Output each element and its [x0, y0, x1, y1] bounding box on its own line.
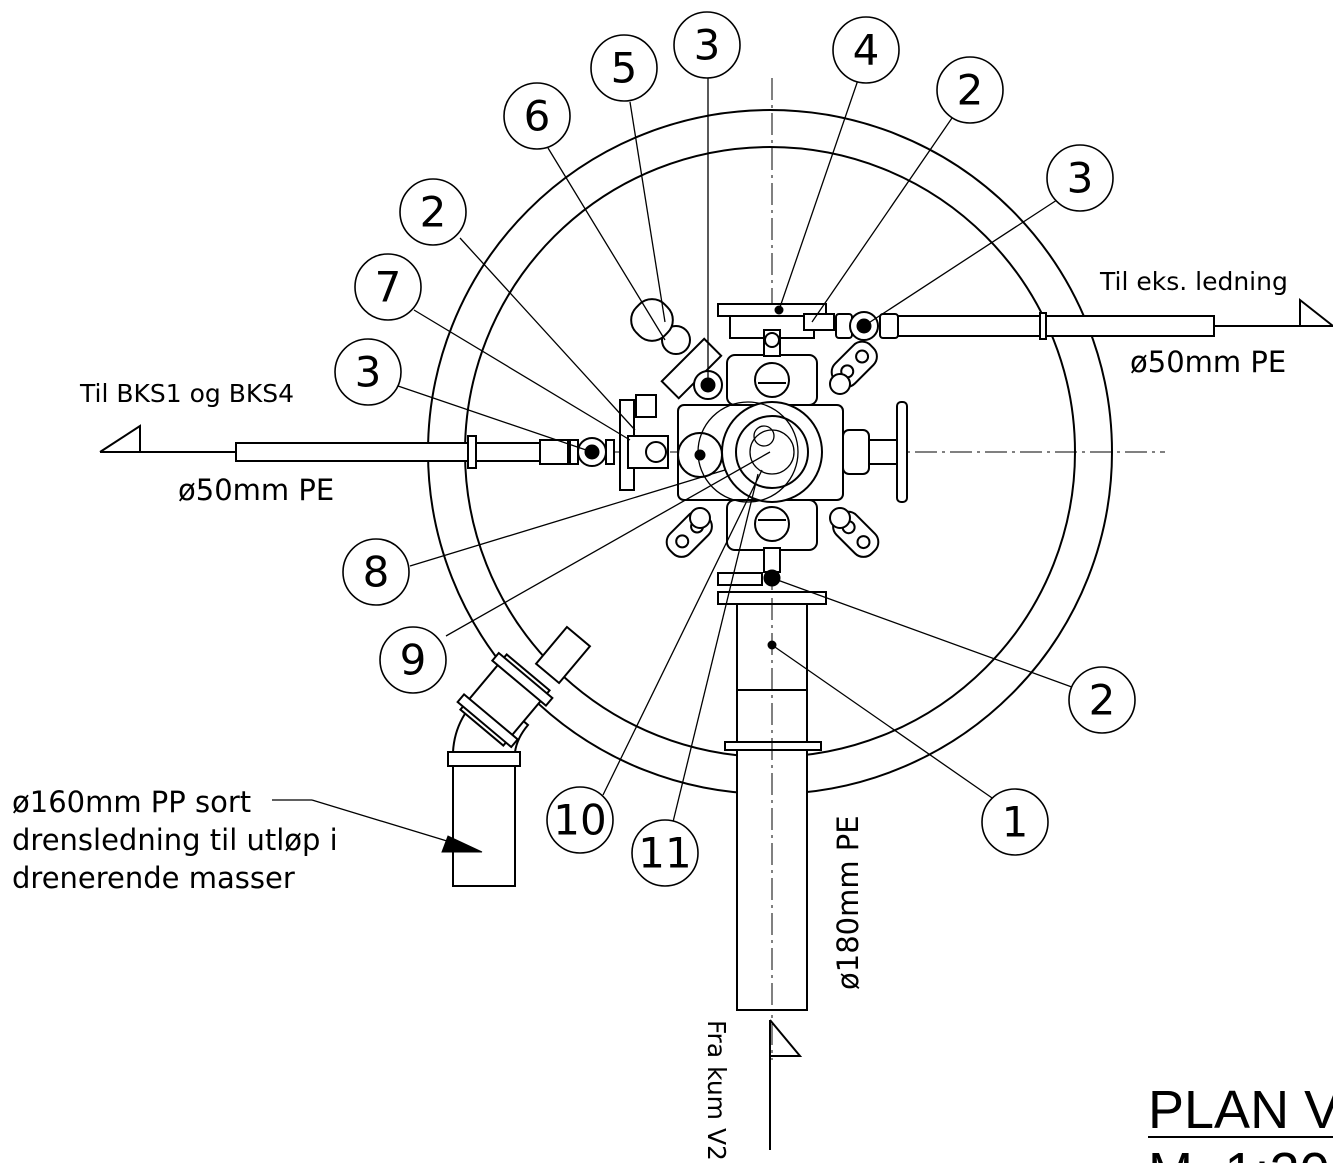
callout-3-top-label: 3 — [694, 21, 721, 70]
callout-3-right-label: 3 — [1067, 154, 1094, 203]
outlet-pipe-left — [99, 424, 541, 469]
callout-8: 8 — [342, 538, 410, 606]
callout-1-label: 1 — [1002, 798, 1029, 847]
drain-note-line-1: ø160mm PP sort — [12, 785, 251, 819]
callout-4: 4 — [832, 16, 900, 84]
callout-10: 10 — [546, 786, 614, 854]
callout-3-right: 3 — [1046, 144, 1114, 212]
callout-3-left: 3 — [334, 338, 402, 406]
callout-2-left-label: 2 — [420, 188, 447, 237]
callout-11-label: 11 — [638, 829, 691, 878]
callout-6-label: 6 — [524, 92, 551, 141]
drain-note-leader — [272, 799, 483, 853]
right-pipe-destination: Til eks. ledning — [1099, 267, 1288, 296]
callout-4-label: 4 — [853, 26, 880, 75]
bottom-pipe-size: ø180mm PE — [831, 815, 865, 990]
callout-10-label: 10 — [553, 796, 606, 845]
valve-assembly — [539, 298, 908, 587]
left-pipe-destination: Til BKS1 og BKS4 — [79, 379, 294, 408]
callout-7: 7 — [354, 253, 422, 321]
callout-2-top-right: 2 — [936, 56, 1004, 124]
callout-9: 9 — [379, 626, 447, 694]
callout-5: 5 — [590, 34, 658, 102]
drain-pipe-160 — [447, 625, 592, 887]
callout-2-bottom-label: 2 — [1089, 676, 1116, 725]
title-block: PLAN V M=1:20 — [1148, 1080, 1333, 1163]
callout-1: 1 — [981, 788, 1049, 856]
inlet-pipe-180 — [717, 591, 827, 1011]
callout-2-top-right-label: 2 — [957, 66, 984, 115]
callout-5-label: 5 — [611, 44, 638, 93]
callout-2-bottom: 2 — [1068, 666, 1136, 734]
callout-9-label: 9 — [400, 636, 427, 685]
callout-8-label: 8 — [363, 548, 390, 597]
bottom-pipe-source: Fra kum V2 — [702, 1020, 731, 1161]
callout-3-top: 3 — [673, 11, 741, 79]
callout-7-label: 7 — [375, 263, 402, 312]
callout-6: 6 — [503, 82, 571, 150]
callout-3-left-label: 3 — [355, 348, 382, 397]
drain-note-line-2: drensledning til utløp i — [12, 823, 338, 857]
outlet-pipe-right — [897, 297, 1333, 340]
plan-title: PLAN V — [1148, 1080, 1333, 1140]
scale-label: M=1:20 — [1148, 1142, 1330, 1163]
right-pipe-size: ø50mm PE — [1130, 345, 1286, 379]
inlet-flow-arrow — [769, 1019, 803, 1150]
drain-note-line-3: drenerende masser — [12, 861, 295, 895]
callout-2-left: 2 — [399, 178, 467, 246]
callout-leaders — [397, 74, 1081, 827]
callout-11: 11 — [631, 819, 699, 887]
left-pipe-size: ø50mm PE — [178, 473, 334, 507]
